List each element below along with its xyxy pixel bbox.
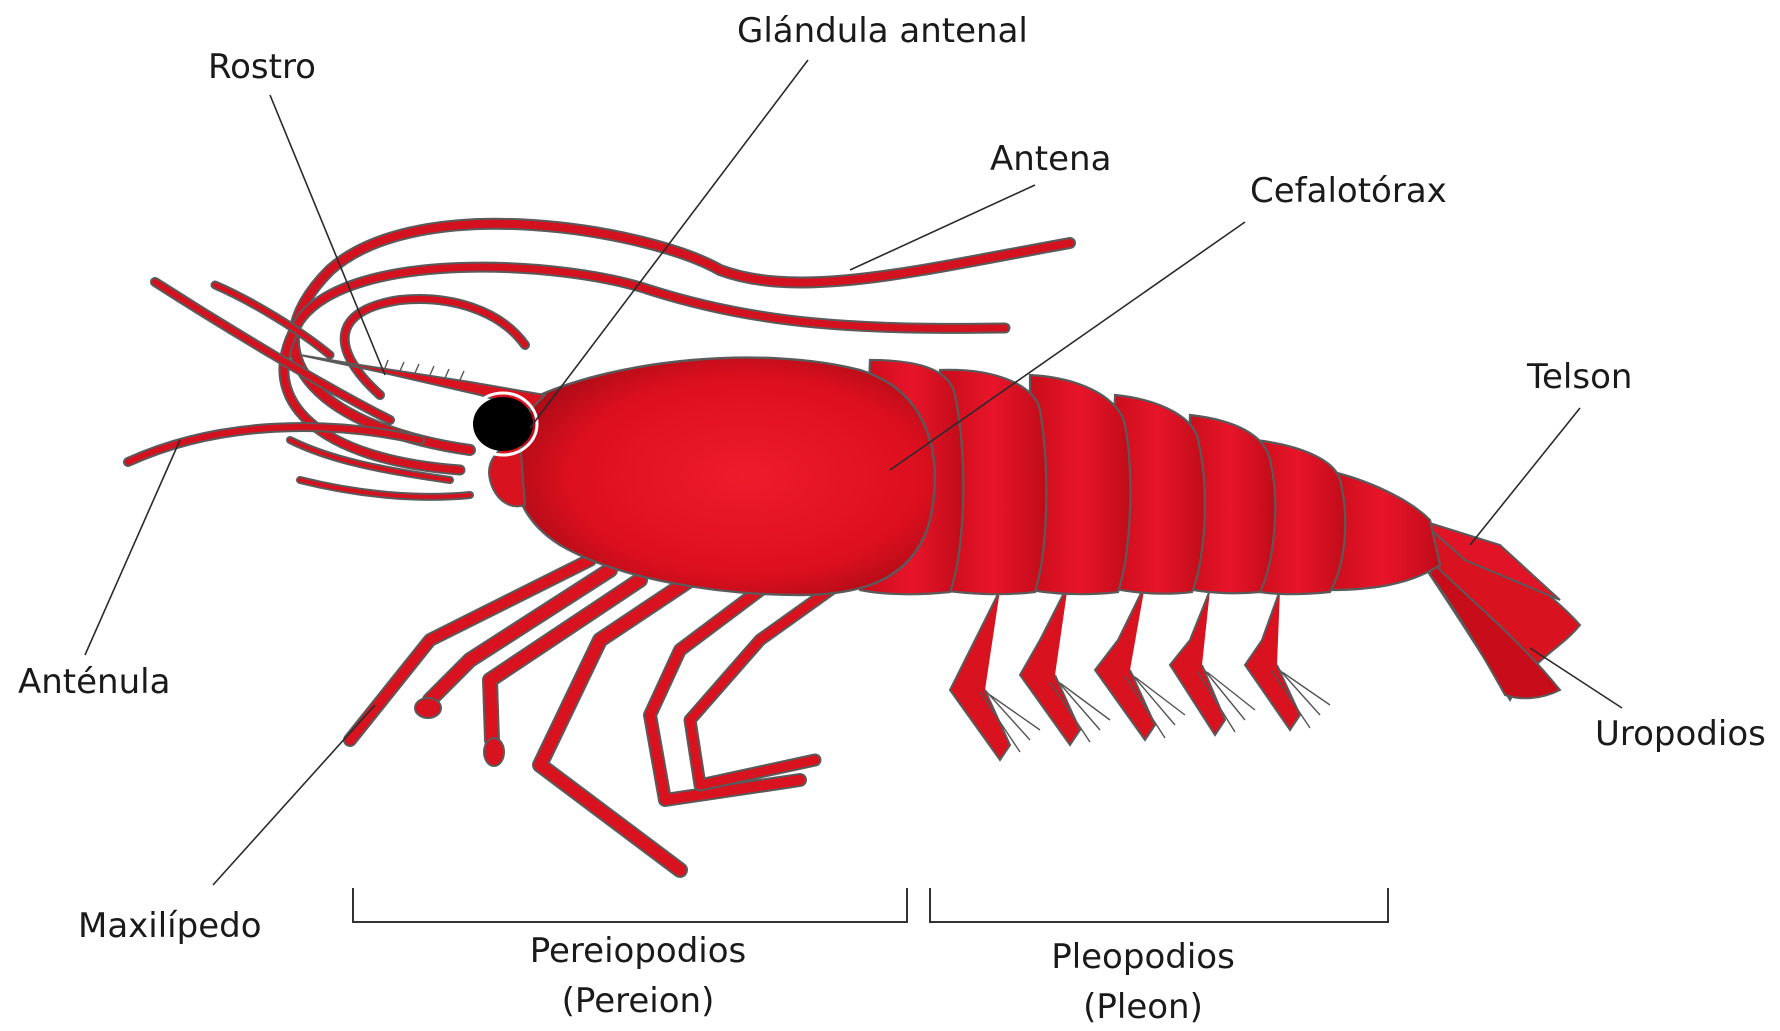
leader-maxilipedo [213,705,375,885]
tail-group [1420,520,1580,700]
pereiopod-1-claw [415,698,441,718]
label-rostro: Rostro [208,47,316,87]
maxilliped-leg [350,560,590,740]
label-cefalotorax: Cefalotórax [1250,171,1447,211]
pleopod-2 [1020,585,1110,745]
eye [473,397,533,451]
maxilliped-leg-fill [350,560,590,740]
label-pleon: (Pleon) [1083,987,1203,1027]
bracket-pereion [353,888,907,922]
label-antenula: Anténula [18,662,170,702]
label-uropodios: Uropodios [1595,714,1766,754]
region-brackets [353,888,1388,922]
label-pereion: (Pereion) [562,981,715,1021]
label-maxilipedo: Maxilípedo [78,906,262,946]
label-antena: Antena [990,139,1111,179]
label-pleopodios: Pleopodios [1051,937,1235,977]
label-telson: Telson [1526,357,1632,397]
leader-antenula [85,440,180,655]
leader-telson [1470,408,1580,545]
label-pereiopodios: Pereiopodios [530,931,747,971]
pleopod-5 [1245,590,1330,730]
label-glandula-antenal: Glándula antenal [737,11,1028,51]
abdomen-segments [860,360,1440,594]
pereiopod-2-claw [484,738,504,766]
pereiopods-group [350,560,830,870]
bracket-pleon [930,888,1388,922]
pleopods-group [950,585,1330,760]
